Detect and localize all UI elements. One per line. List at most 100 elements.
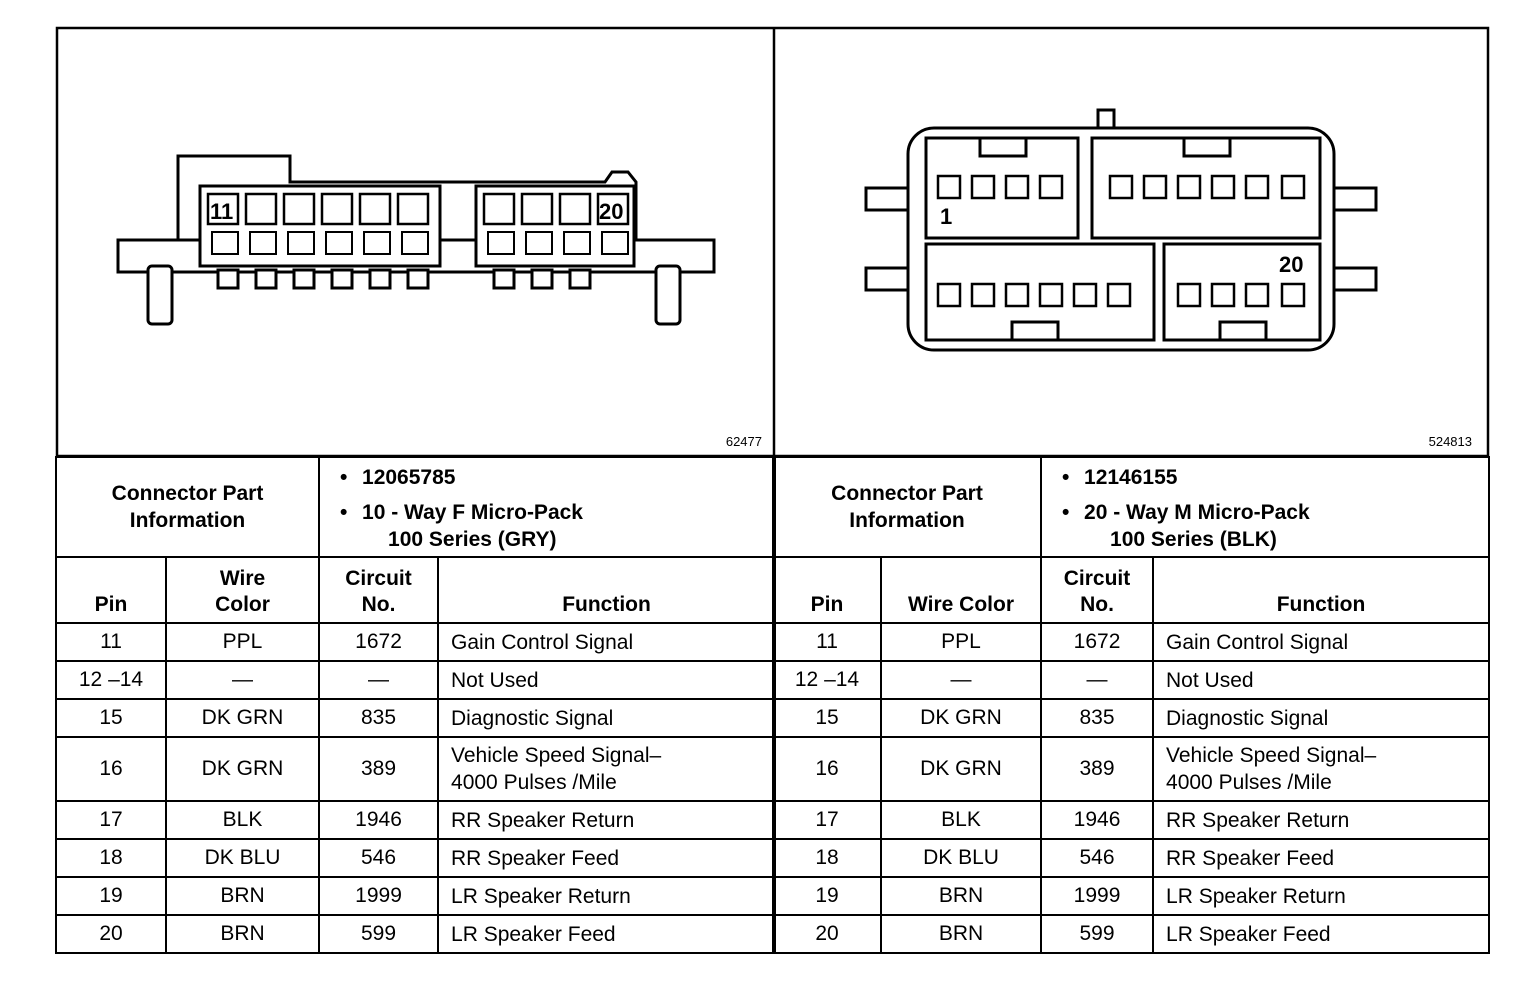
- figure-number-left: 62477: [726, 434, 762, 449]
- pin-cell: 12 –14: [772, 660, 882, 700]
- function-line: RR Speaker Return: [451, 808, 635, 832]
- circuit-cell: 389: [318, 736, 440, 802]
- function-line: Diagnostic Signal: [451, 706, 614, 730]
- part-number: 12065785: [362, 466, 456, 489]
- function-cell: RR Speaker Feed: [437, 838, 777, 878]
- pin-cell: 18: [55, 838, 167, 878]
- function-cell: Not Used: [437, 660, 777, 700]
- header-function: Function: [437, 556, 777, 624]
- function-cell: LR Speaker Return: [1152, 876, 1491, 916]
- function-cell: LR Speaker Feed: [437, 914, 777, 954]
- function-cell: RR Speaker Return: [437, 800, 777, 840]
- header-circuit-no: Circuit No.: [318, 556, 440, 624]
- connector-10-way-drawing: [116, 154, 716, 326]
- wire-color-cell: PPL: [164, 622, 321, 662]
- cavity-label-last-left: 20: [599, 199, 623, 224]
- function-line: LR Speaker Return: [451, 884, 631, 908]
- part-description: 10 - Way F Micro-Pack: [362, 501, 583, 524]
- part-info-label: Connector Part Information: [54, 456, 321, 558]
- pin-cell: 12 –14: [55, 660, 167, 700]
- pin-cell: 11: [55, 622, 167, 662]
- cavity-label-first-left: 11: [210, 199, 233, 224]
- function-cell: Vehicle Speed Signal–4000 Pulses /Mile: [437, 736, 777, 802]
- function-line: LR Speaker Feed: [451, 922, 616, 946]
- header-wire-color: Wire Color: [164, 556, 321, 624]
- wire-color-cell: DK GRN: [879, 698, 1043, 738]
- circuit-cell: —: [1040, 660, 1155, 700]
- pin-cell: 19: [55, 876, 167, 916]
- cavity-label-last-right: 20: [1279, 252, 1303, 277]
- figure-number-right: 524813: [1429, 434, 1472, 449]
- circuit-cell: 1672: [318, 622, 440, 662]
- function-line: Vehicle Speed Signal–: [451, 744, 662, 767]
- key-bottom-left: [1010, 320, 1060, 342]
- circuit-cell: 599: [1040, 914, 1155, 954]
- part-number: 12146155: [1084, 466, 1178, 489]
- part-info-label: Connector Part Information: [771, 456, 1043, 558]
- part-description: 20 - Way M Micro-Pack: [1084, 501, 1310, 524]
- function-line: Not Used: [451, 668, 539, 692]
- connector-10-way-cavities: [206, 192, 630, 226]
- part-info-row: Connector Part Information •12065785 •10…: [54, 456, 777, 558]
- function-line: Gain Control Signal: [451, 630, 634, 654]
- part-series: 100 Series (BLK): [1110, 528, 1277, 551]
- wire-color-cell: DK GRN: [164, 698, 321, 738]
- header-pin: Pin: [55, 556, 167, 624]
- function-line: Gain Control Signal: [1166, 630, 1349, 654]
- wire-color-cell: BLK: [164, 800, 321, 840]
- table-row: 12 –14——Not Used: [55, 660, 777, 700]
- circuit-cell: 599: [318, 914, 440, 954]
- circuit-cell: 389: [1040, 736, 1155, 802]
- function-cell: Gain Control Signal: [437, 622, 777, 662]
- circuit-cell: 835: [318, 698, 440, 738]
- ear-right-bottom: [1330, 266, 1378, 292]
- function-cell: Diagnostic Signal: [437, 698, 777, 738]
- circuit-cell: 835: [1040, 698, 1155, 738]
- part-info-details: •12146155 •20 - Way M Micro-Pack 100 Ser…: [1040, 456, 1491, 558]
- circuit-cell: 1672: [1040, 622, 1155, 662]
- key-top-left: [978, 136, 1028, 158]
- function-line: Vehicle Speed Signal–: [1166, 744, 1377, 767]
- connector-20-way-cavities: [936, 174, 1306, 308]
- function-line: Diagnostic Signal: [1166, 706, 1329, 730]
- function-cell: Not Used: [1152, 660, 1491, 700]
- pin-cell: 15: [55, 698, 167, 738]
- function-cell: Diagnostic Signal: [1152, 698, 1491, 738]
- key-bottom-right: [1218, 320, 1268, 342]
- mount-post-left: [146, 264, 174, 326]
- function-cell: LR Speaker Feed: [1152, 914, 1491, 954]
- wire-color-cell: BRN: [879, 876, 1043, 916]
- pin-cell: 16: [772, 736, 882, 802]
- wire-color-cell: DK BLU: [164, 838, 321, 878]
- ear-left-bottom: [864, 266, 912, 292]
- cavity-label-first-right: 1: [940, 204, 952, 229]
- connector-20-way-drawing: [864, 108, 1378, 352]
- function-line: Not Used: [1166, 668, 1254, 692]
- wire-color-cell: DK BLU: [879, 838, 1043, 878]
- pin-cell: 16: [55, 736, 167, 802]
- ear-right-top: [1330, 186, 1378, 212]
- wire-color-cell: BRN: [164, 876, 321, 916]
- header-row: Pin Wire Color Circuit No. Function: [772, 556, 1491, 624]
- header-circuit-no: Circuit No.: [1040, 556, 1155, 624]
- function-cell: LR Speaker Return: [437, 876, 777, 916]
- function-line: RR Speaker Feed: [451, 846, 620, 870]
- pin-cell: 20: [772, 914, 882, 954]
- connector-table-right: Connector Part Information •12146155 •20…: [771, 456, 1491, 954]
- wire-color-cell: DK GRN: [879, 736, 1043, 802]
- wire-color-cell: BLK: [879, 800, 1043, 840]
- circuit-cell: 1999: [318, 876, 440, 916]
- wire-color-cell: —: [164, 660, 321, 700]
- pin-cell: 18: [772, 838, 882, 878]
- pin-cell: 19: [772, 876, 882, 916]
